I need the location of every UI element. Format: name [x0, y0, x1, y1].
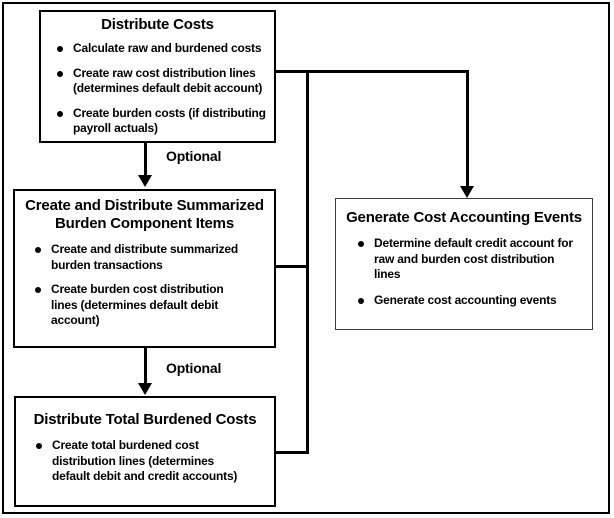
bullet-item: Create raw cost distribution lines (dete… [55, 66, 272, 97]
bullet-list: Determine default credit account for raw… [356, 236, 590, 308]
bullet-item: Create burden cost distribution lines (d… [33, 282, 272, 329]
bullet-item: Create and distribute summarized burden … [33, 242, 272, 273]
arrow-head-box1-to-box2 [138, 175, 152, 187]
bullet-item: Create total burdened cost distribution … [34, 438, 272, 485]
connector-right-vertical [466, 70, 469, 186]
optional-label-1: Optional [166, 148, 222, 164]
connector-middle-rail-vertical [306, 70, 309, 454]
bullet-item: Create burden costs (if distributing pay… [55, 106, 272, 137]
box-total-burdened-costs: Distribute Total Burdened Costs Create t… [14, 396, 276, 507]
box-title: Distribute Total Burdened Costs [33, 411, 257, 428]
box-distribute-costs: Distribute Costs Calculate raw and burde… [39, 10, 276, 143]
optional-label-2: Optional [166, 360, 222, 376]
outer-frame [2, 2, 610, 514]
bullet-list: Create and distribute summarized burden … [33, 242, 272, 329]
box-title: Distribute Costs [101, 16, 214, 33]
box-generate-cost-accounting-events: Generate Cost Accounting Events Determin… [335, 198, 593, 330]
arrow-box1-to-box2-line [144, 143, 147, 176]
box-title: Create and Distribute Summarized Burden … [25, 197, 264, 232]
bullet-list: Calculate raw and burdened costs Create … [55, 41, 272, 137]
bullet-item: Determine default credit account for raw… [356, 236, 590, 283]
box-summarized-burden-items: Create and Distribute Summarized Burden … [13, 189, 276, 348]
connector-box3-stub-horizontal [275, 451, 309, 454]
arrow-head-into-events-box [460, 186, 474, 198]
bullet-item: Generate cost accounting events [356, 293, 590, 309]
arrow-head-box2-to-box3 [138, 383, 152, 395]
connector-top-horizontal [275, 70, 469, 73]
bullet-item: Calculate raw and burdened costs [55, 41, 272, 57]
bullet-list: Create total burdened cost distribution … [34, 438, 272, 485]
connector-box2-stub-horizontal [275, 265, 309, 268]
arrow-box2-to-box3-line [144, 348, 147, 383]
box-title: Generate Cost Accounting Events [346, 209, 582, 226]
